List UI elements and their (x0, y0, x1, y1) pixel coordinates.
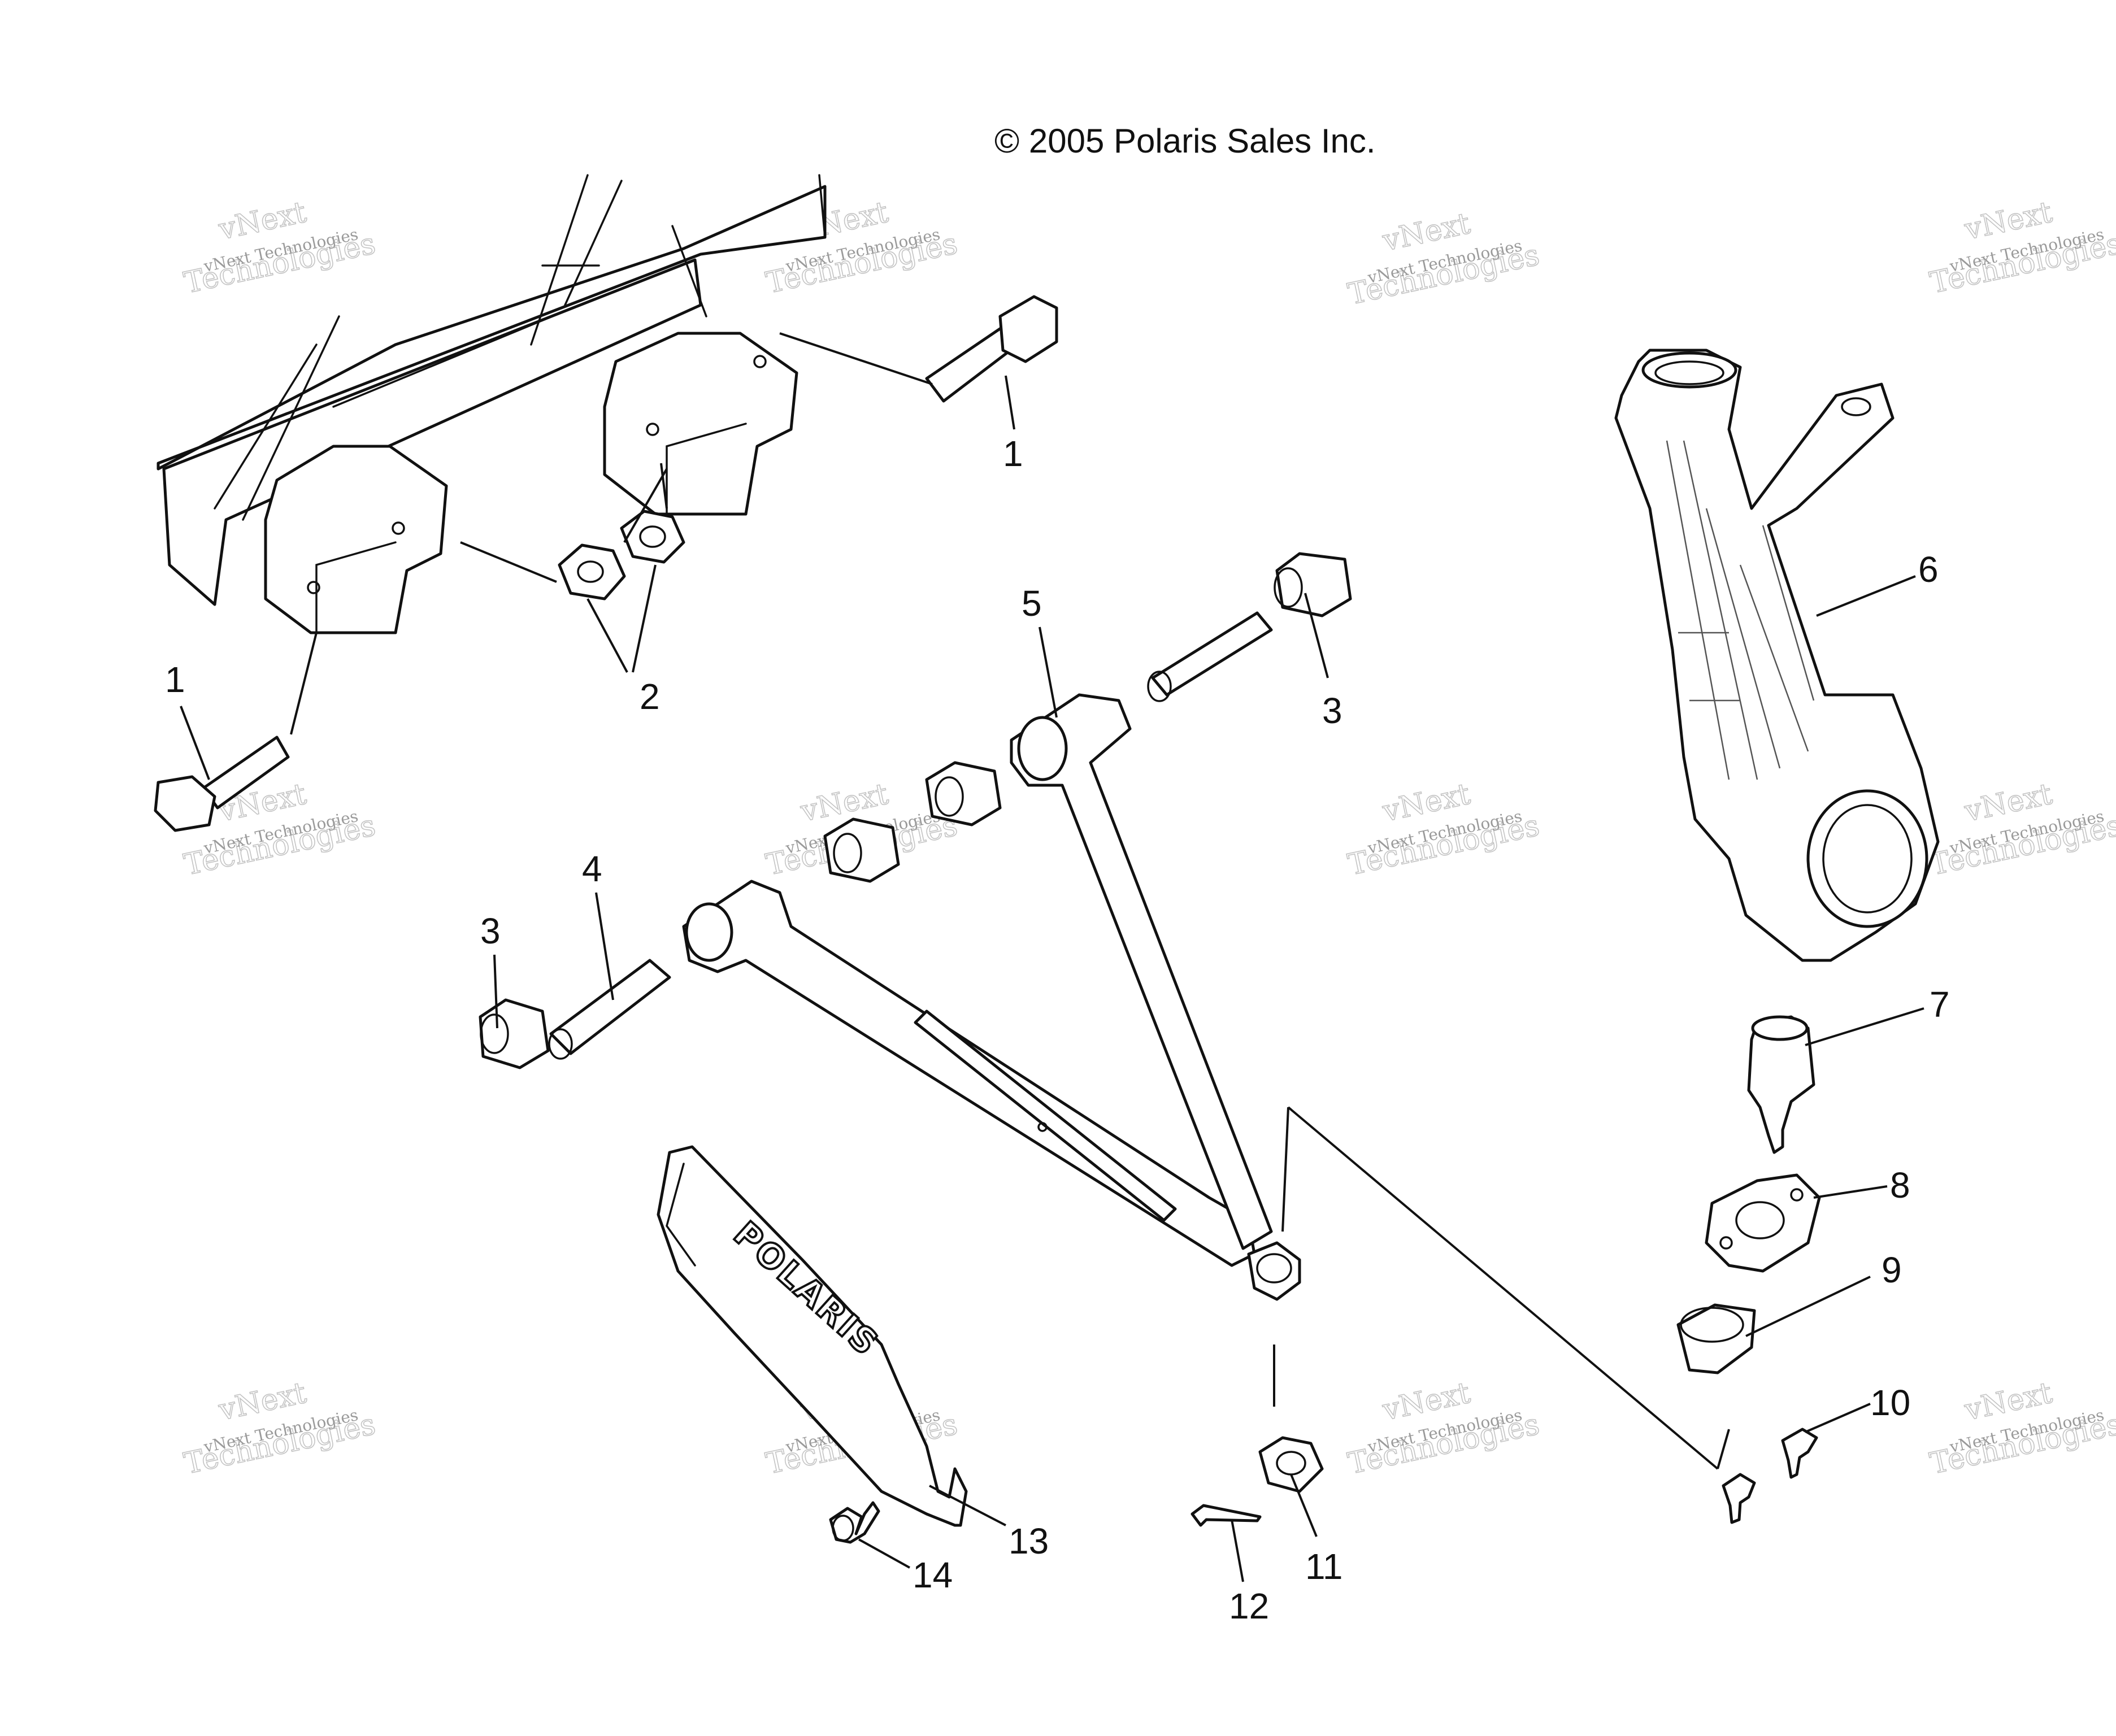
dust-cap (1676, 1303, 1756, 1374)
callout-1-lower: 1 (165, 659, 185, 700)
sleeve-left (548, 959, 671, 1060)
callout-leaders (180, 375, 1924, 1582)
frame-chassis (157, 174, 827, 634)
cotter-pin (1190, 1504, 1262, 1527)
flange-nut-left (460, 541, 626, 601)
sleeve-upper (1147, 611, 1273, 702)
a-arm (682, 693, 1301, 1301)
ball-joint (1747, 1015, 1815, 1154)
flange-nut-right (620, 463, 685, 564)
steering-knuckle (1614, 349, 1940, 962)
bushing-right-upper (1274, 552, 1352, 617)
retaining-plate (1705, 1173, 1821, 1273)
callout-2: 2 (640, 676, 660, 717)
copyright-text: © 2005 Polaris Sales Inc. (994, 122, 1376, 160)
callout-7: 7 (1930, 984, 1950, 1025)
callout-1-upper: 1 (1003, 433, 1023, 474)
callout-12: 12 (1229, 1586, 1269, 1626)
watermark-bottom-right: vNext Technologies vNext Technologies (1927, 1376, 2116, 1482)
callout-5: 5 (1022, 583, 1042, 624)
watermark-top-left: vNext Technologies vNext Technologies (181, 195, 379, 301)
bushing-middle-a (925, 761, 1002, 826)
callout-3-left: 3 (480, 911, 501, 951)
assembly-lines (623, 468, 1730, 1470)
watermark-top-right: vNext Technologies vNext Technologies (1927, 195, 2116, 301)
callout-6: 6 (1918, 549, 1939, 590)
bolt-lower (154, 632, 318, 832)
callout-10: 10 (1870, 1382, 1910, 1423)
watermark-bottom-left: vNext Technologies vNext Technologies (181, 1376, 379, 1482)
screw-lower (1722, 1473, 1756, 1524)
callout-8: 8 (1890, 1165, 1910, 1206)
callout-labels: 1 1 2 3 3 4 5 6 7 8 9 10 11 12 13 14 (165, 433, 1950, 1626)
watermark-bottom-center-right: vNext Technologies vNext Technologies (1345, 1376, 1543, 1482)
watermark-middle-center-right: vNext Technologies vNext Technologies (1345, 777, 1543, 883)
callout-3-right: 3 (1322, 690, 1342, 731)
screw-right (1781, 1428, 1818, 1479)
callout-4: 4 (582, 849, 602, 889)
watermark-top-center-right: vNext Technologies vNext Technologies (1345, 206, 1543, 312)
bolt-upper (779, 295, 1058, 403)
bushing-middle-b (823, 817, 900, 883)
callout-9: 9 (1882, 1250, 1902, 1290)
watermark-middle-right: vNext Technologies vNext Technologies (1927, 777, 2116, 883)
callout-13: 13 (1009, 1521, 1049, 1561)
castle-nut (1258, 1436, 1324, 1493)
callout-11: 11 (1305, 1546, 1342, 1587)
callout-14: 14 (913, 1555, 953, 1595)
screw-guard (829, 1501, 880, 1544)
bushing-lower-left (479, 998, 550, 1069)
